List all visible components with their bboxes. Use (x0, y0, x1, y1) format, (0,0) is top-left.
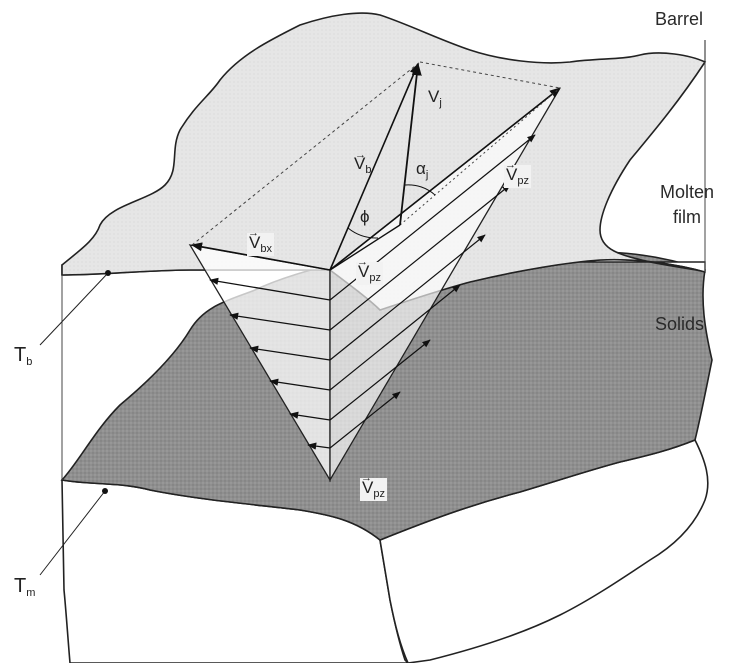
dashed-bx-ext (191, 61, 421, 246)
molten-film-label-line2: film (673, 207, 701, 227)
vpz-top-label: →Vpz (504, 159, 531, 188)
velocity-profile (188, 61, 561, 483)
vj-arrow (399, 62, 422, 226)
tb-label: Tb (14, 344, 33, 368)
vbx-arrow (190, 242, 331, 271)
solids-block (60, 251, 713, 663)
alpha-label: αj (416, 159, 429, 181)
vpz-arrow-5 (329, 339, 431, 421)
vb-arrow (329, 62, 419, 271)
vb-label: →Vb (354, 149, 372, 176)
tm-point (102, 488, 108, 494)
vpz-mid-label: →Vpz (356, 256, 383, 285)
phi-label: ϕ (360, 207, 370, 226)
vpz-arrow-4 (329, 284, 461, 391)
alpha-arc (404, 184, 436, 196)
tb-point (105, 270, 111, 276)
solids-label: Solids (655, 314, 705, 334)
vx-arrow-6 (307, 442, 331, 450)
vx-arrow-1 (209, 277, 331, 301)
vx-arrow-5 (289, 411, 331, 421)
dashed-alpha (399, 87, 561, 226)
vpz-arrow-top (329, 87, 561, 271)
barrel-top-surface (61, 12, 707, 311)
vpz-arrow-6 (329, 391, 401, 449)
vpz-arrow-3 (329, 234, 486, 361)
tm-leader (39, 490, 106, 576)
vx-arrow-3 (249, 345, 331, 361)
tm-label: Tm (14, 575, 36, 599)
tb-leader (39, 272, 109, 346)
molten-film-label-line1: Molten (660, 182, 715, 202)
vpz-arrow-2 (329, 184, 511, 331)
phi-arc (347, 227, 379, 239)
vx-arrow-4 (269, 378, 331, 391)
vx-arrow-2 (229, 312, 331, 331)
vj-base (329, 224, 401, 271)
vj-label: Vj (428, 87, 442, 109)
vpz-bottom-label: →Vpz (360, 472, 387, 501)
barrel-label: Barrel (655, 9, 704, 29)
vbx-label: →Vbx (247, 227, 274, 256)
